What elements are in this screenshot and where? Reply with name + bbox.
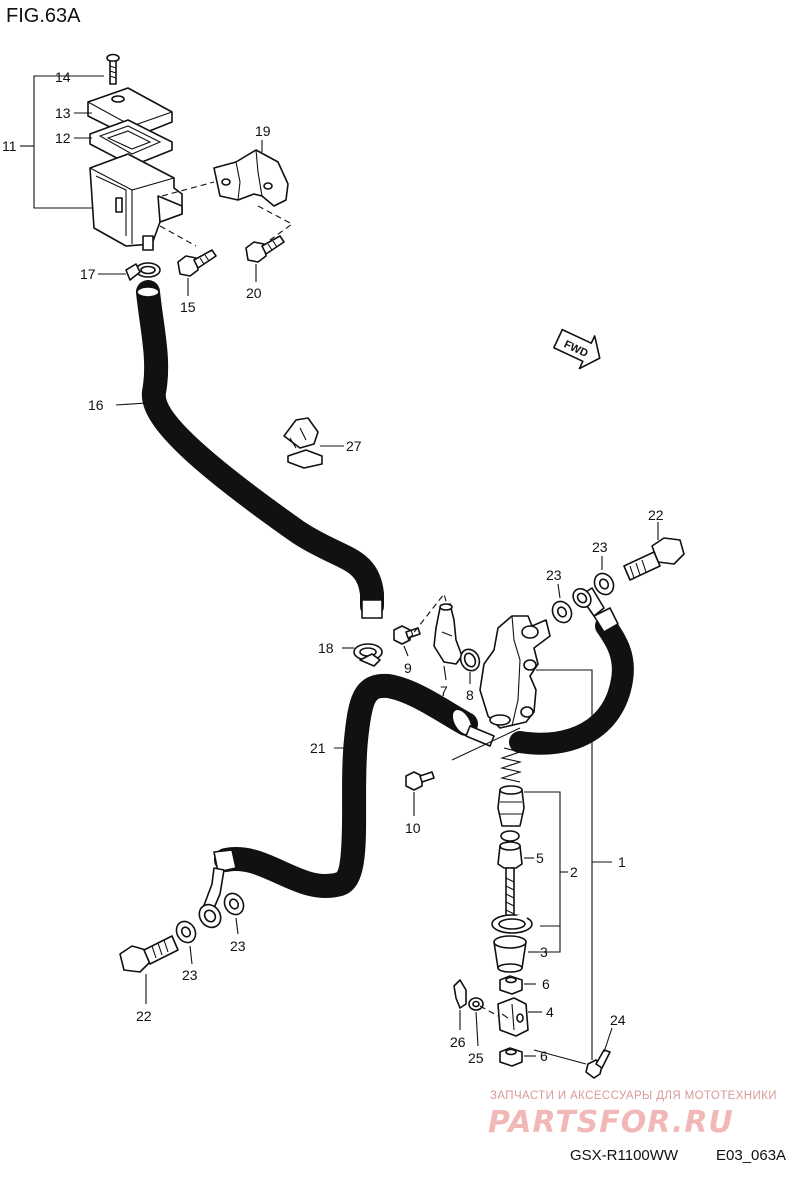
callout-19: 19	[255, 123, 271, 139]
diagram-code: E03_063A	[716, 1147, 786, 1164]
washer-23-lower-a[interactable]	[173, 918, 200, 946]
callout-1: 1	[618, 854, 626, 870]
hose-clamp-17[interactable]	[125, 262, 161, 281]
brake-hose-21[interactable]	[213, 673, 495, 898]
callout-4: 4	[546, 1004, 554, 1020]
callout-2: 2	[570, 864, 578, 880]
callout-23-upper-b: 23	[546, 567, 562, 583]
callout-15: 15	[180, 299, 196, 315]
callout-11: 11	[2, 138, 17, 154]
bolt-15[interactable]	[177, 249, 217, 277]
watermark-logo: PARTSFOR.RU	[488, 1105, 734, 1140]
piston-cup-set[interactable]	[497, 785, 525, 842]
washer-23-lower-b[interactable]	[221, 890, 248, 918]
callout-23-lower-a: 23	[182, 967, 198, 983]
callout-26: 26	[450, 1034, 466, 1050]
upper-brake-hose[interactable]	[509, 585, 634, 755]
bracket-19[interactable]	[213, 149, 289, 207]
washer-25[interactable]	[468, 997, 484, 1011]
callout-10: 10	[405, 820, 421, 836]
reservoir-assembly	[20, 53, 183, 251]
callout-25: 25	[468, 1050, 484, 1066]
washer-23-upper-a[interactable]	[591, 570, 618, 598]
washer-23-upper-b[interactable]	[549, 598, 576, 626]
callout-9: 9	[404, 660, 412, 676]
screw-14[interactable]	[106, 53, 120, 85]
callout-7: 7	[440, 683, 448, 699]
callout-21: 21	[310, 740, 326, 756]
callout-18: 18	[318, 640, 334, 656]
callout-16: 16	[88, 397, 104, 413]
callout-23-lower-b: 23	[230, 938, 246, 954]
callout-12: 12	[55, 130, 71, 146]
watermark-tagline: ЗАПЧАСТИ И АКСЕССУАРЫ ДЛЯ МОТОТЕХНИКИ	[490, 1090, 777, 1102]
reservoir-hose-16[interactable]	[136, 280, 384, 619]
callout-22-lower: 22	[136, 1008, 152, 1024]
callout-27: 27	[346, 438, 362, 454]
o-ring-8[interactable]	[457, 646, 483, 674]
master-cylinder-body[interactable]	[479, 615, 551, 729]
callout-17: 17	[80, 266, 96, 282]
lock-nut-6-upper[interactable]	[499, 975, 523, 995]
callout-22-upper: 22	[648, 507, 664, 523]
hose-clip-27[interactable]	[283, 417, 323, 469]
inlet-union-7[interactable]	[433, 603, 463, 665]
fwd-arrow-icon: FWD	[553, 328, 601, 370]
callout-14: 14	[55, 69, 71, 85]
reservoir-body-11[interactable]	[89, 153, 183, 251]
diaphragm-plate-12[interactable]	[89, 119, 173, 167]
circlip[interactable]	[491, 914, 533, 934]
figure-title: FIG.63A	[6, 5, 81, 27]
banjo-bolt-22-upper[interactable]	[623, 537, 685, 581]
bolt-9[interactable]	[393, 625, 421, 645]
callout-3: 3	[540, 944, 548, 960]
callout-6-upper: 6	[542, 976, 550, 992]
cotter-pin-26[interactable]	[453, 979, 467, 1009]
dust-boot-3[interactable]	[493, 935, 527, 973]
bolt-20[interactable]	[245, 235, 285, 263]
return-spring[interactable]	[499, 747, 523, 783]
callout-24: 24	[610, 1012, 626, 1028]
lock-nut-6-lower[interactable]	[499, 1047, 523, 1067]
callout-23-upper-a: 23	[592, 539, 608, 555]
bolt-24[interactable]	[585, 1049, 611, 1079]
callout-20: 20	[246, 285, 262, 301]
model-code: GSX-R1100WW	[570, 1147, 679, 1164]
bolt-10[interactable]	[405, 771, 435, 791]
banjo-bolt-22-lower[interactable]	[119, 935, 179, 973]
hose-clamp-18[interactable]	[353, 643, 383, 667]
clevis-4[interactable]	[497, 997, 529, 1037]
lower-banjo-fitting[interactable]	[195, 867, 225, 932]
callout-13: 13	[55, 105, 71, 121]
callout-6-lower: 6	[540, 1048, 548, 1064]
reservoir-cap-13[interactable]	[87, 87, 173, 139]
callout-5: 5	[536, 850, 544, 866]
callout-8: 8	[466, 687, 474, 703]
